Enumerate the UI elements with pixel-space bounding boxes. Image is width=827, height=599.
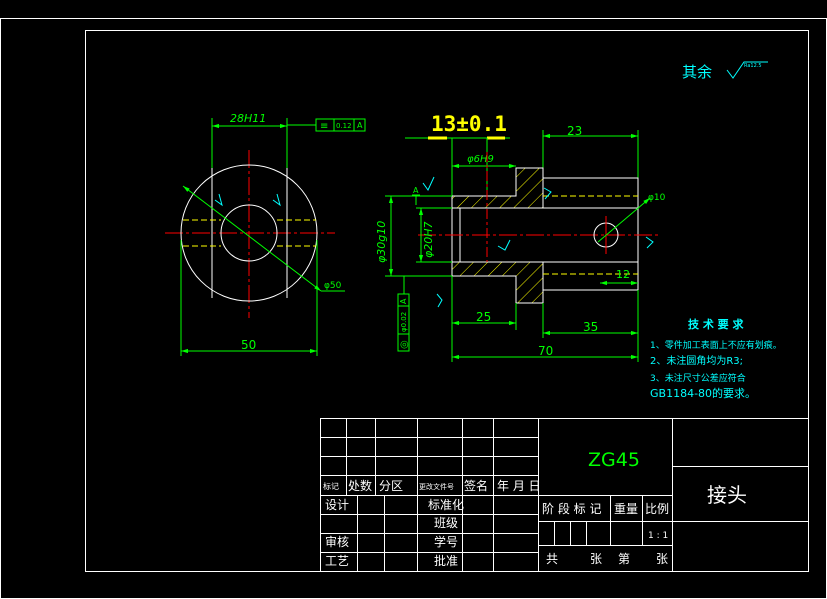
symmetry-icon: ≡ xyxy=(320,121,328,132)
left-view: 28H11 ≡ 0.12 A φ50 50 xyxy=(165,112,366,356)
symmetry-datum: A xyxy=(357,121,363,130)
roughness-label: 其余 xyxy=(682,63,712,81)
lbl-class: 班级 xyxy=(434,516,458,530)
tech-item-2: 2、未注圆角均为R3; xyxy=(650,354,743,367)
lbl-standard: 标准化 xyxy=(428,498,464,512)
roughness-icon xyxy=(726,61,768,79)
dim-phi30g10: φ30g10 xyxy=(375,221,388,263)
coaxial-icon: ◎ xyxy=(399,340,410,349)
lbl-stage-mark: 阶 段 标 记 xyxy=(542,501,601,516)
lbl-process: 工艺 xyxy=(325,554,349,568)
symmetry-value: 0.12 xyxy=(336,122,352,130)
coaxial-tolerance: A φ0.02 ◎ xyxy=(397,276,410,352)
sheet-border xyxy=(0,18,827,599)
dim-12: 12 xyxy=(616,268,630,281)
hdr-date: 年 月 日 xyxy=(497,479,541,493)
scale-value: 1 : 1 xyxy=(648,531,668,541)
hdr-change-doc: 更改文件号 xyxy=(419,482,454,491)
hatch-bottom xyxy=(451,261,544,304)
dim-phi50: φ50 xyxy=(324,281,342,291)
title-block xyxy=(320,418,809,572)
lbl-checker: 审核 xyxy=(325,534,349,549)
dim-23: 23 xyxy=(567,124,582,138)
dim-phi20h7: φ20H7 xyxy=(422,221,435,258)
roughness-note: 其余 Ra12.5 xyxy=(682,61,768,81)
hdr-zone: 分区 xyxy=(379,479,403,493)
lbl-scale: 比例 xyxy=(645,502,669,516)
hdr-mark: 标记 xyxy=(323,481,339,491)
hdr-count: 处数 xyxy=(348,478,372,493)
lbl-weight: 重量 xyxy=(614,502,638,516)
hdr-sign: 签名 xyxy=(464,478,488,493)
material-label: ZG45 xyxy=(588,449,640,471)
lbl-sheet-no: 第 xyxy=(618,552,630,566)
lbl-designer: 设计 xyxy=(325,498,349,512)
dim-28h11: 28H11 xyxy=(230,112,266,125)
tech-item-3: 3、未注尺寸公差应符合 xyxy=(650,372,746,384)
lbl-sheets: 张 xyxy=(590,552,602,566)
lbl-student-no: 学号 xyxy=(434,534,458,549)
coaxial-datum: A xyxy=(399,298,408,304)
dim-35: 35 xyxy=(583,320,598,334)
lbl-total: 共 xyxy=(546,552,558,566)
datum-a: A xyxy=(413,186,419,195)
tech-item-4: GB1184-80的要求。 xyxy=(650,386,756,400)
lbl-sheets2: 张 xyxy=(656,552,668,566)
tech-requirements: 技 术 要 求 1、零件加工表面上不应有划痕。 2、未注圆角均为R3; 3、未注… xyxy=(650,317,782,400)
dim-50: 50 xyxy=(241,338,256,352)
section-view: 13±0.1 23 φ6H9 φ10 xyxy=(375,112,666,362)
tech-item-1: 1、零件加工表面上不应有划痕。 xyxy=(650,339,782,351)
dim-70: 70 xyxy=(538,344,553,358)
dim-13-tolerance: 13±0.1 xyxy=(431,112,507,136)
title-block-text: ZG45 接头 标记 处数 分区 更改文件号 签名 年 月 日 设计 标准化 班… xyxy=(323,449,747,568)
tech-title: 技 术 要 求 xyxy=(688,317,744,331)
coaxial-value: φ0.02 xyxy=(400,312,408,332)
roughness-value: Ra12.5 xyxy=(744,63,762,69)
hatch-top xyxy=(451,167,544,209)
symmetry-tolerance: ≡ 0.12 A xyxy=(287,118,366,132)
dim-phi10: φ10 xyxy=(648,193,666,203)
part-name: 接头 xyxy=(707,483,747,507)
dim-25: 25 xyxy=(476,310,491,324)
dim-phi6h9: φ6H9 xyxy=(467,154,494,165)
lbl-approve: 批准 xyxy=(434,553,458,568)
